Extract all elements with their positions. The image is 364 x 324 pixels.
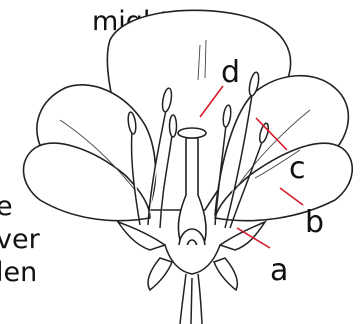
sepal [118, 222, 165, 250]
stigma [178, 128, 206, 138]
label-d: d [221, 55, 240, 90]
stem-vein [191, 278, 192, 324]
label-c: c [289, 151, 306, 186]
label-a: a [270, 253, 288, 288]
receptacle [165, 245, 220, 274]
sepal [214, 258, 237, 290]
anther [170, 115, 177, 137]
sepal [220, 222, 265, 250]
stem [180, 274, 186, 324]
sepal [148, 258, 172, 290]
stem [198, 274, 202, 324]
label-b: b [305, 205, 324, 240]
